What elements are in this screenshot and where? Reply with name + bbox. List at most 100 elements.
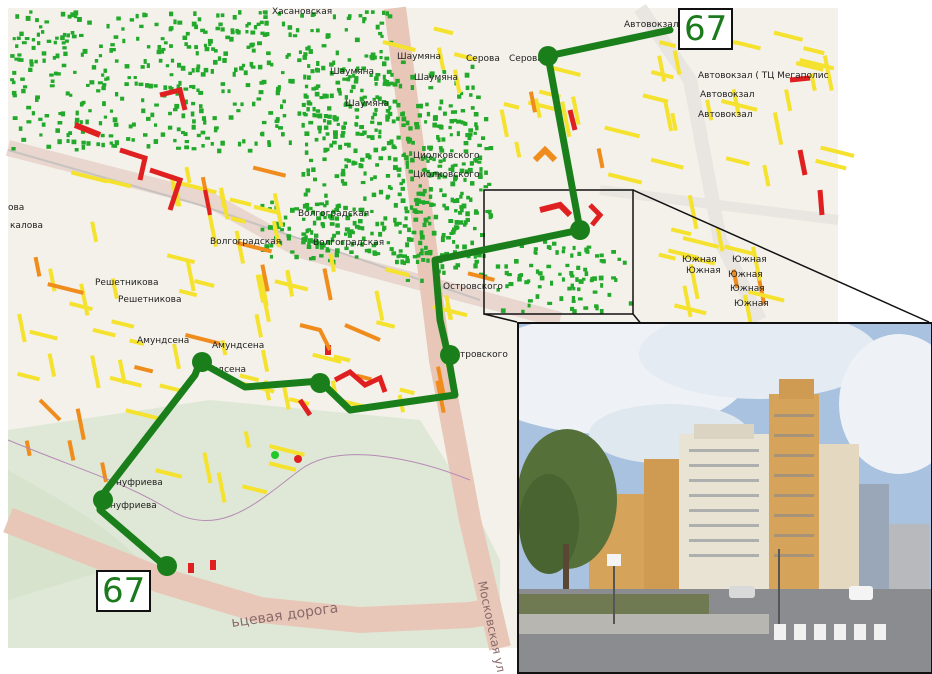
house-mark [235,28,239,34]
house-mark [138,82,144,87]
house-mark [404,155,409,161]
house-mark [128,124,133,129]
block-mark [604,125,641,139]
house-mark [302,111,307,115]
house-mark [312,220,317,226]
house-mark [21,88,26,94]
house-mark [112,117,118,123]
stop-marker[interactable] [310,373,330,393]
block-mark [178,288,198,298]
house-mark [327,214,333,219]
house-mark [301,102,306,107]
stop-marker[interactable] [157,556,177,576]
stop-marker[interactable] [538,46,558,66]
house-mark [314,239,318,243]
block-mark [453,52,477,62]
bus-route-67[interactable] [93,26,674,576]
house-mark [427,145,431,150]
block-mark [241,484,268,495]
house-mark [438,159,443,164]
house-mark [263,15,268,19]
house-mark [210,142,214,146]
house-mark [183,99,188,105]
house-mark [232,15,237,20]
house-mark [392,82,398,87]
house-mark [572,245,576,250]
stop-marker[interactable] [570,220,590,240]
house-mark [422,222,427,228]
house-mark [397,221,402,225]
house-mark [476,95,481,100]
house-mark [220,27,225,32]
house-mark [393,203,398,208]
house-mark [385,80,390,85]
block-mark [433,26,454,36]
house-mark [396,102,401,108]
block-mark [29,329,58,341]
house-mark [315,84,321,88]
house-mark [306,168,311,173]
house-mark [386,141,391,146]
house-mark [432,122,437,128]
stop-marker[interactable] [440,345,460,365]
house-mark [181,113,186,119]
house-mark [347,58,352,62]
house-mark [66,33,70,38]
house-mark [475,125,479,131]
house-mark [307,228,311,232]
house-mark [157,45,162,50]
house-mark [617,257,622,261]
house-mark [405,160,409,166]
block-mark [219,187,230,220]
house-mark [194,24,199,30]
house-mark [448,167,453,172]
house-mark [583,267,588,272]
block-mark [155,468,183,479]
house-mark [470,64,475,69]
house-mark [19,31,24,36]
house-mark [354,255,359,259]
block-mark [260,349,270,372]
house-mark [169,44,173,48]
house-mark [340,172,346,177]
house-mark [443,111,447,116]
block-mark [184,333,221,346]
house-mark [67,14,72,19]
house-mark [450,110,455,114]
house-mark [386,69,392,74]
house-mark [611,276,616,280]
house-mark [438,106,442,111]
house-mark [465,133,469,138]
block-mark [111,319,135,329]
house-mark [448,104,453,108]
house-mark [405,256,409,260]
house-mark [558,272,562,276]
block-mark [322,268,333,301]
house-mark [358,14,363,18]
house-mark [101,86,106,91]
house-mark [429,251,433,256]
house-mark [419,230,424,235]
house-mark [307,238,313,244]
house-mark [418,184,422,188]
house-mark [253,25,258,30]
block-mark [642,93,669,104]
house-mark [238,10,242,15]
house-mark [329,93,334,99]
house-mark [101,142,105,148]
block-mark [239,373,260,383]
house-mark [109,141,113,145]
house-mark [378,156,384,161]
stop-marker[interactable] [93,490,113,510]
house-mark [321,44,327,48]
house-mark [201,144,205,148]
house-mark [275,124,279,128]
house-mark [182,35,188,41]
stop-marker[interactable] [192,352,212,372]
house-mark [505,284,509,289]
house-mark [168,27,173,32]
house-mark [230,30,235,35]
house-mark [508,282,514,287]
house-mark [543,240,548,244]
house-mark [167,125,173,130]
